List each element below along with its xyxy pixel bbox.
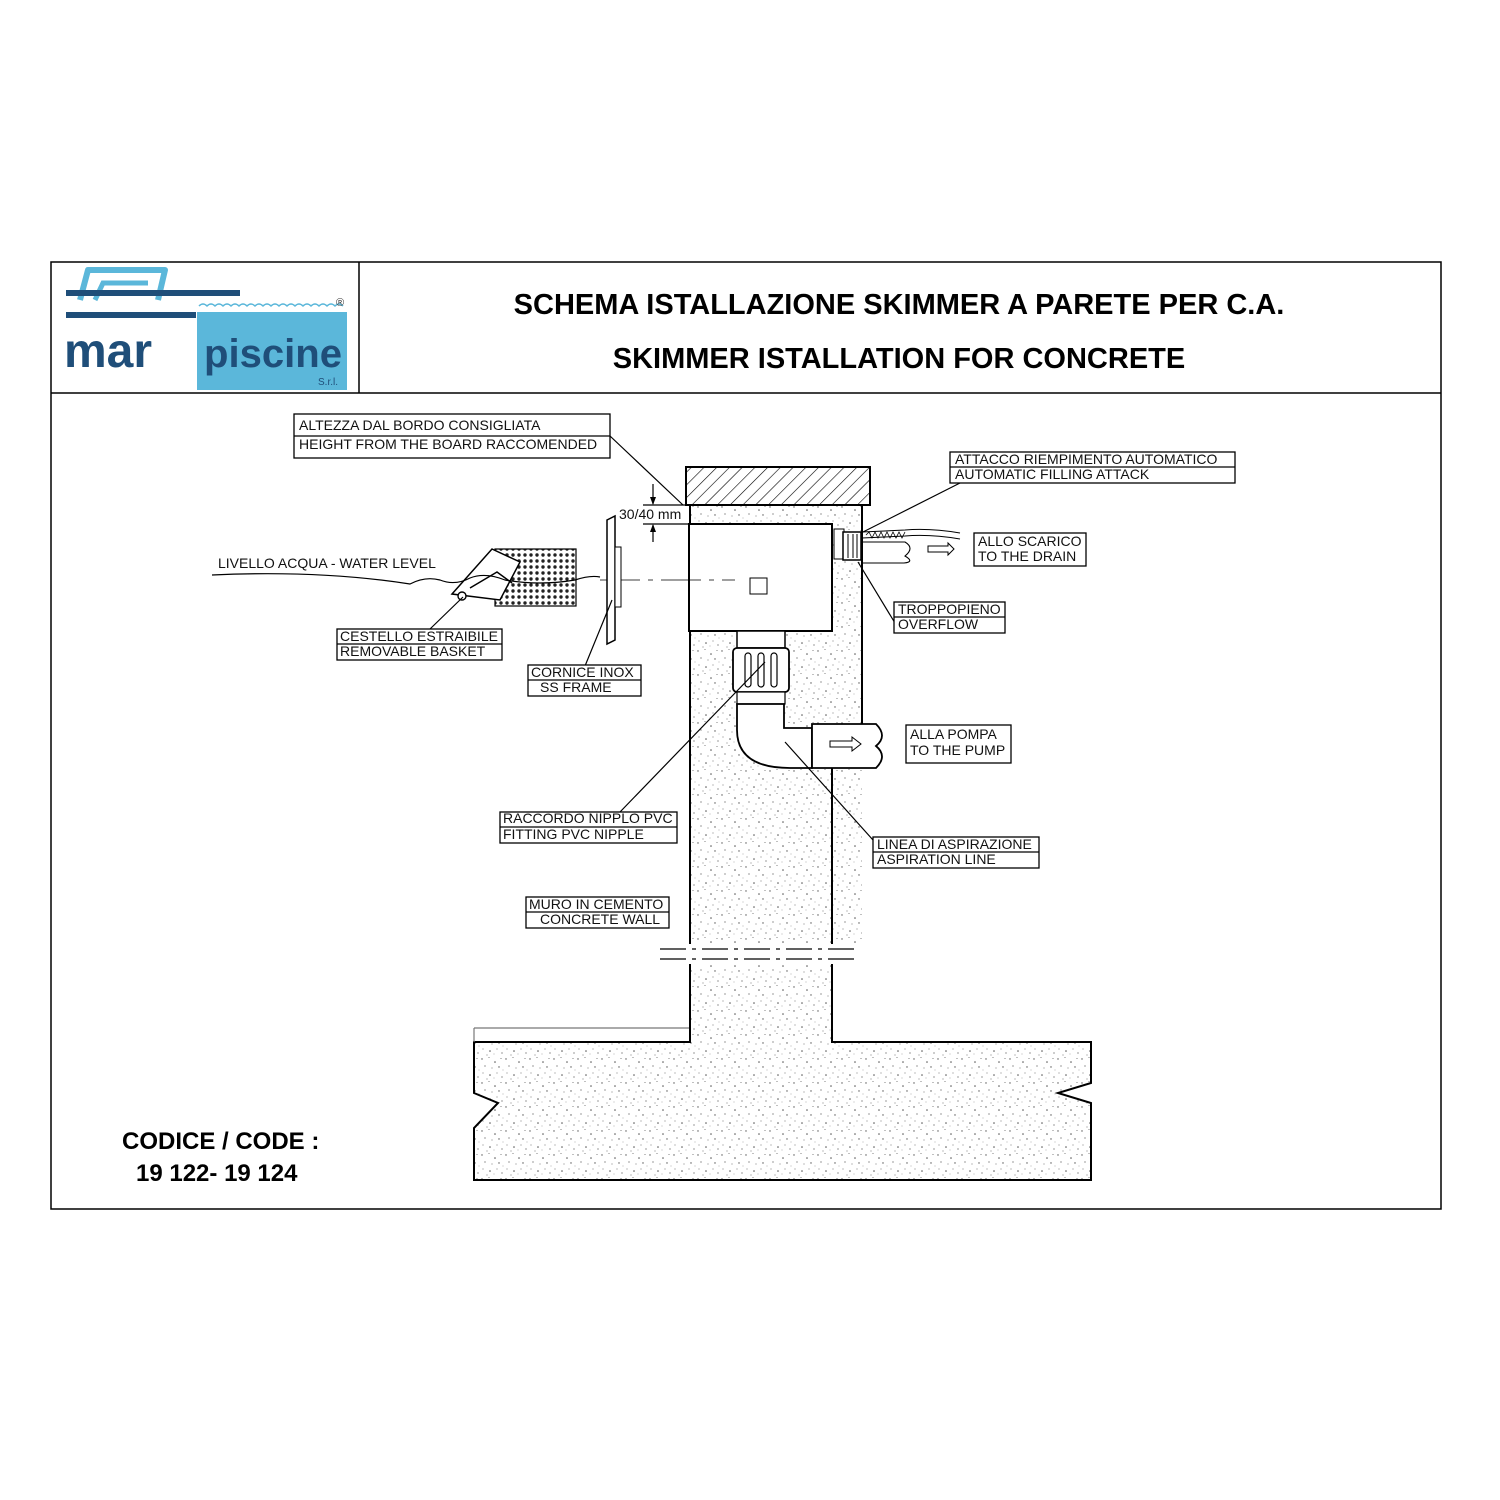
code-label: CODICE / CODE : [122,1128,319,1155]
label-overflow-italian: TROPPOPIENO [898,601,1001,617]
company-logo: mar piscine S.r.l. ® [64,267,347,390]
label-wall-english: CONCRETE WALL [540,911,660,927]
label-overflow-english: OVERFLOW [898,616,979,632]
logo-brand-left: mar [64,325,152,378]
label-nipple-english: FITTING PVC NIPPLE [503,826,644,842]
label-height-english: HEIGHT FROM THE BOARD RACCOMENDED [299,436,597,452]
label-ss-frame: CORNICE INOX SS FRAME [527,664,642,697]
removable-basket [450,548,577,607]
label-drain-english: TO THE DRAIN [978,548,1076,564]
label-filling-italian: ATTACCO RIEMPIMENTO AUTOMATICO [955,451,1217,467]
label-automatic-filling: ATTACCO RIEMPIMENTO AUTOMATICO AUTOMATIC… [949,451,1236,484]
coping-stone [685,466,871,506]
code-value: 19 122- 19 124 [136,1160,298,1187]
label-aspiration-line: LINEA DI ASPIRAZIONE ASPIRATION LINE [872,836,1040,869]
filling-pipe [861,528,961,540]
label-drain-italian: ALLO SCARICO [978,533,1082,549]
label-removable-basket: CESTELLO ESTRAIBILE REMOVABLE BASKET [336,628,503,661]
label-water-level: LIVELLO ACQUA - WATER LEVEL [218,555,436,571]
label-pump-italian: ALLA POMPA [910,726,998,742]
concrete-base [473,947,1092,1181]
skimmer-port [749,577,768,595]
label-aspiration-english: ASPIRATION LINE [877,851,996,867]
outer-frame [50,261,1442,1210]
label-pvc-nipple: RACCORDO NIPPLO PVC FITTING PVC NIPPLE [499,810,678,844]
label-nipple-italian: RACCORDO NIPPLO PVC [503,810,673,826]
label-height-italian: ALTEZZA DAL BORDO CONSIGLIATA [299,417,541,433]
logo-suffix: S.r.l. [318,377,338,388]
drain-pipe [862,541,955,564]
label-pump-english: TO THE PUMP [910,742,1005,758]
label-to-the-pump: ALLA POMPA TO THE PUMP [905,724,1012,764]
label-wall-italian: MURO IN CEMENTO [529,896,663,912]
label-basket-italian: CESTELLO ESTRAIBILE [340,628,498,644]
ss-frame [606,514,616,646]
logo-registered: ® [336,297,344,309]
label-to-the-drain: ALLO SCARICO TO THE DRAIN [973,532,1087,567]
label-frame-italian: CORNICE INOX [531,664,634,680]
title-italian: SCHEMA ISTALLAZIONE SKIMMER A PARETE PER… [514,289,1285,321]
label-basket-english: REMOVABLE BASKET [340,643,486,659]
label-aspiration-italian: LINEA DI ASPIRAZIONE [877,836,1032,852]
pvc-nipple-fitting [732,630,790,705]
label-frame-english: SS FRAME [540,679,612,695]
label-filling-english: AUTOMATIC FILLING ATTACK [955,466,1150,482]
logo-brand-right: piscine [204,332,342,376]
label-concrete-wall: MURO IN CEMENTO CONCRETE WALL [525,896,670,929]
label-height-from-board: ALTEZZA DAL BORDO CONSIGLIATA HEIGHT FRO… [293,413,611,459]
overflow-fitting [833,528,862,561]
title-english: SKIMMER ISTALLATION FOR CONCRETE [613,343,1185,375]
dimension-30-40: 30/40 mm [619,506,681,522]
label-overflow: TROPPOPIENO OVERFLOW [893,601,1006,634]
